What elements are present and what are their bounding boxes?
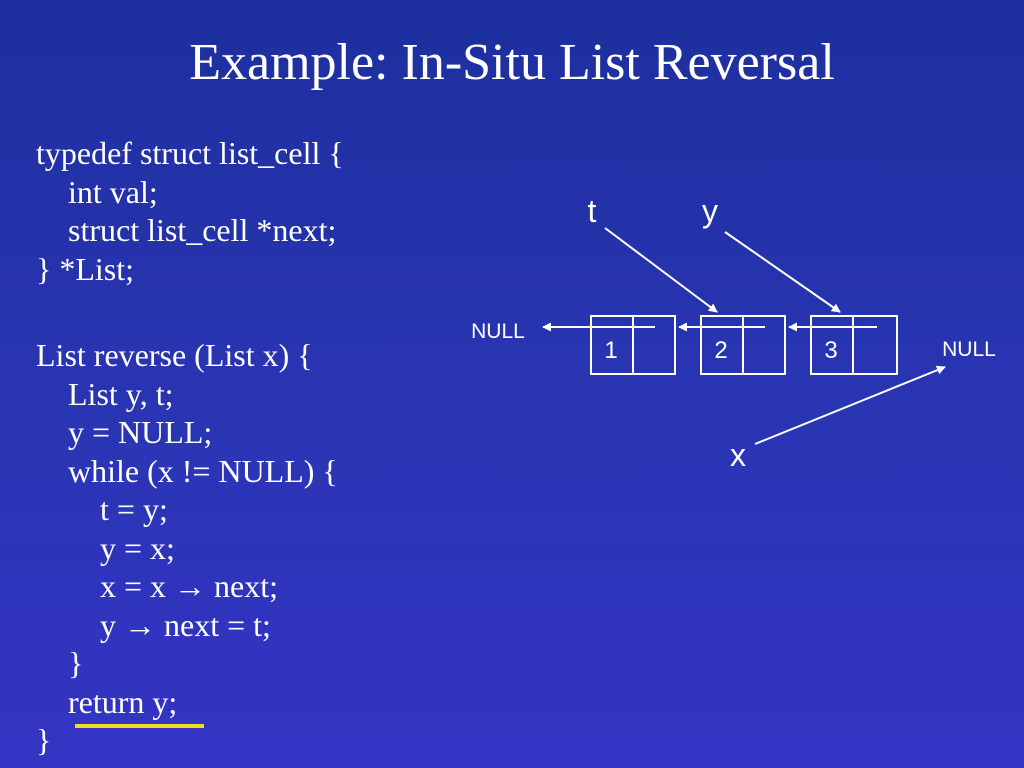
cell-value-2: 2 [714, 337, 727, 364]
code-line: List y, t; [36, 375, 174, 412]
code-line: return y; [36, 683, 178, 720]
code-line: } *List; [36, 250, 135, 287]
code-line: while (x != NULL) { [36, 452, 338, 489]
code-line: t = y; [36, 491, 168, 527]
list-cell-2 [700, 315, 786, 375]
slide-title: Example: In-Situ List Reversal [189, 34, 835, 91]
pointer-label-x: x [730, 437, 746, 473]
code-line: } [36, 645, 84, 681]
list-cell-3 [810, 315, 898, 375]
typedef-code-block: typedef struct list_cell { int val; stru… [36, 134, 344, 288]
reverse-code-block: List reverse (List x) { List y, t; y = N… [36, 336, 338, 760]
code-line: List reverse (List x) { [36, 337, 313, 373]
code-line: y = NULL; [36, 414, 213, 450]
code-line: typedef struct list_cell { [36, 135, 344, 171]
code-line: struct list_cell *next; [36, 212, 337, 248]
pointer-t-arrow [604, 227, 718, 313]
pointer-label-y: y [702, 193, 718, 229]
code-line: } [36, 722, 52, 758]
null-label-right: NULL [942, 338, 996, 361]
code-line: y → next = t; [36, 606, 271, 643]
null-label-left: NULL [471, 320, 525, 343]
return-highlight-underline [75, 724, 204, 728]
code-line: x = x → next; [36, 568, 279, 604]
cell-value-3: 3 [824, 337, 837, 364]
cell-value-1: 1 [604, 337, 617, 364]
code-line: y = x; [36, 529, 175, 566]
pointer-x-arrow [754, 365, 946, 445]
pointer-label-t: t [588, 193, 597, 229]
code-line: int val; [36, 173, 158, 210]
list-cell-1 [590, 315, 676, 375]
pointer-y-arrow [724, 231, 841, 313]
